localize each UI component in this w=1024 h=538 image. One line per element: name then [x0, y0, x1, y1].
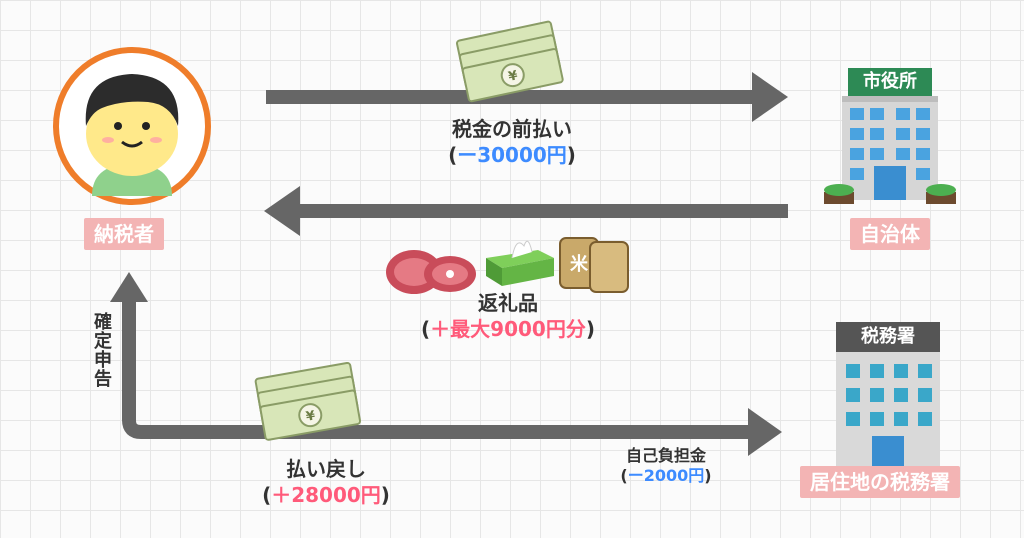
money-stack-icon: ¥ — [254, 361, 362, 441]
yen-symbol: ¥ — [507, 68, 519, 85]
city-hall-icon: 市役所 — [820, 62, 960, 212]
tissue-box-icon — [486, 240, 554, 286]
gift-title: 返礼品 — [478, 291, 538, 315]
prepay-amount: ー30000円 — [457, 143, 567, 167]
money-stack-icon: ¥ — [455, 20, 564, 103]
tax-office-sign: 税務署 — [861, 326, 915, 347]
yen-symbol: ¥ — [305, 408, 317, 424]
self-burden-amount: ー2000円 — [627, 466, 705, 485]
rice-label: 米 — [570, 253, 589, 275]
prepay-arrow — [266, 72, 788, 122]
city-hall-sign: 市役所 — [863, 71, 917, 92]
refund-label: 払い戻し (＋28000円) — [226, 456, 426, 508]
refund-amount: ＋28000円 — [271, 483, 381, 507]
taxpayer-avatar — [53, 47, 211, 205]
tax-office-tag: 居住地の税務署 — [800, 466, 960, 498]
declaration-label: 確定申告 — [91, 312, 112, 388]
gift-label: 返礼品 (＋最大9000円分) — [388, 290, 628, 342]
meat-icon — [386, 250, 476, 294]
prepay-title: 税金の前払い — [452, 117, 572, 141]
declaration-refund-arrow — [110, 272, 782, 456]
gift-arrow — [264, 186, 788, 236]
self-burden-title: 自己負担金 — [625, 446, 706, 465]
tax-office-icon: 税務署 — [828, 318, 948, 468]
prepay-label: 税金の前払い (ー30000円) — [412, 116, 612, 168]
gift-amount: ＋最大9000円分 — [430, 317, 586, 341]
taxpayer-tag: 納税者 — [84, 218, 164, 250]
municipality-tag: 自治体 — [850, 218, 930, 250]
rice-bag-icon: 米 — [559, 237, 629, 293]
self-burden-label: 自己負担金 (ー2000円) — [586, 446, 746, 486]
refund-title: 払い戻し — [286, 457, 366, 481]
